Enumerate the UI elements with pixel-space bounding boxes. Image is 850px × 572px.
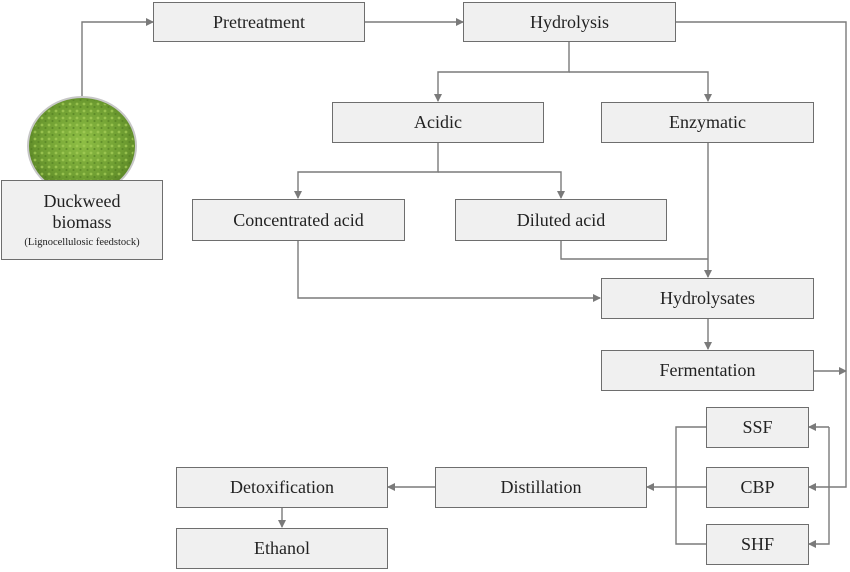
enzymatic-node: Enzymatic [601, 102, 814, 143]
pretreatment-node: Pretreatment [153, 2, 365, 42]
hydrolysates-node: Hydrolysates [601, 278, 814, 319]
arrow-biomass-to-pretreatment [81, 18, 154, 97]
ssf-node: SSF [706, 407, 809, 448]
arrow-acidic-split [294, 143, 439, 199]
cbp-node: CBP [706, 467, 809, 508]
distillation-node: Distillation [435, 467, 647, 508]
duckweed-photo [27, 96, 137, 196]
arrow-acidic-to-diluted [438, 171, 565, 199]
arrow-concentrated-to-hydrolysates [297, 241, 601, 302]
arrow-bracket-to-ssf [808, 427, 830, 548]
diluted-acid-node: Diluted acid [455, 199, 667, 241]
arrow-left-bracket [675, 426, 706, 545]
arrow-hydrolysis-to-cbp [676, 21, 847, 491]
acidic-node: Acidic [332, 102, 544, 143]
biomass-label-line2: biomass [52, 211, 112, 232]
arrow-hydrolysis-split [434, 41, 570, 102]
concentrated-acid-node: Concentrated acid [192, 199, 405, 241]
fermentation-node: Fermentation [601, 350, 814, 391]
biomass-label-line1: Duckweed [43, 190, 121, 211]
detoxification-node: Detoxification [176, 467, 388, 508]
ethanol-node: Ethanol [176, 528, 388, 569]
shf-node: SHF [706, 524, 809, 565]
duckweed-biomass-node: Duckweed biomass (Lignocellulosic feedst… [1, 180, 163, 260]
hydrolysis-node: Hydrolysis [463, 2, 676, 42]
arrow-diluted-to-hydrolysates [560, 241, 708, 260]
biomass-label-subtitle: (Lignocellulosic feedstock) [24, 236, 140, 248]
arrow-hydrolysis-to-enzymatic [569, 71, 712, 102]
